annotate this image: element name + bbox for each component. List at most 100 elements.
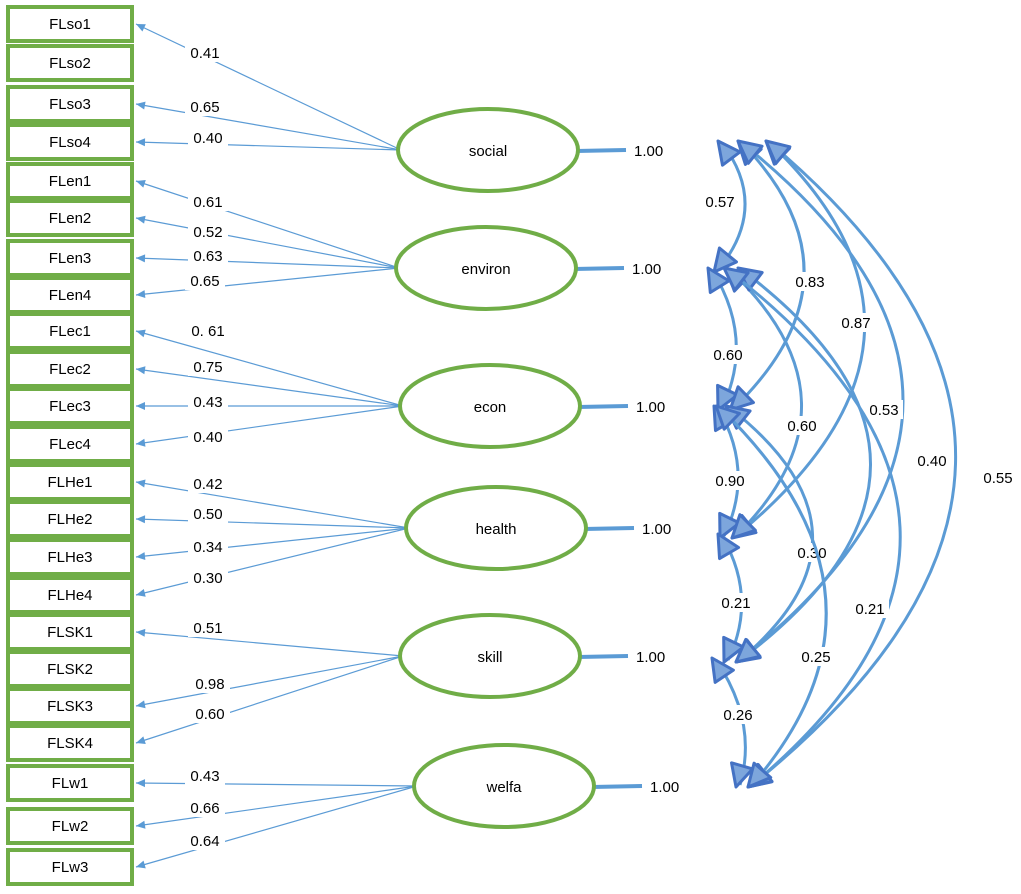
covariance-arrowhead xyxy=(746,761,773,789)
variance-value: 1.00 xyxy=(632,261,661,278)
loading-label-bg xyxy=(185,98,225,116)
variance-health: 1.00 xyxy=(583,521,671,538)
indicator-box xyxy=(6,724,134,762)
variance-value: 1.00 xyxy=(642,521,671,538)
variance-stub xyxy=(577,654,629,659)
indicator-flsk1: FLSK1 xyxy=(6,613,134,651)
variance-stub xyxy=(591,784,643,789)
indicator-label: FLen4 xyxy=(49,287,92,304)
indicator-label: FLec4 xyxy=(49,436,91,453)
indicator-label: FLec1 xyxy=(49,323,91,340)
indicator-label: FLso4 xyxy=(49,134,91,151)
covariance-label-bg xyxy=(979,468,1017,487)
variance-social: 1.00 xyxy=(575,143,663,160)
indicator-box xyxy=(6,764,134,802)
covariance-value: 0.60 xyxy=(713,347,742,364)
loading-line xyxy=(135,330,404,407)
loading-arrowhead xyxy=(136,290,146,299)
loading-line xyxy=(135,782,418,787)
indicator-box xyxy=(6,613,134,651)
factor-label: environ xyxy=(461,261,510,278)
variance-environ: 1.00 xyxy=(573,261,661,278)
covariance-value: 0.30 xyxy=(797,545,826,562)
variance-stub xyxy=(573,266,625,271)
indicator-flw1: FLw1 xyxy=(6,764,134,802)
loading-value: 0.30 xyxy=(193,570,222,587)
indicator-box xyxy=(6,687,134,725)
covariance-arrowhead xyxy=(736,139,764,165)
indicator-label: FLHe4 xyxy=(47,587,92,604)
covariance-arrowhead xyxy=(722,635,745,664)
loading-label-bg xyxy=(185,832,225,850)
covariance-arrowhead xyxy=(716,532,741,561)
loading-skill-flsk3: 0.98 xyxy=(135,655,404,709)
covariance-label-bg xyxy=(709,345,747,364)
loading-skill-flsk1: 0.51 xyxy=(135,619,404,657)
covariance-health-skill: 0.21 xyxy=(716,532,755,664)
variance-stub xyxy=(577,404,629,409)
covariance-environ-welfa: 0.21 xyxy=(722,266,902,789)
loading-value: 0.75 xyxy=(193,359,222,376)
loading-social-flso1: 0.41 xyxy=(135,23,402,151)
variance-value: 1.00 xyxy=(636,649,665,666)
indicator-label: FLw3 xyxy=(52,859,89,876)
indicator-flec4: FLec4 xyxy=(6,425,134,463)
covariance-arrowhead xyxy=(764,139,792,166)
indicator-label: FLw2 xyxy=(52,818,89,835)
indicator-flen1: FLen1 xyxy=(6,162,134,200)
loading-line xyxy=(135,23,402,151)
loading-arrowhead xyxy=(136,515,146,524)
loading-environ-flen2: 0.52 xyxy=(135,215,400,269)
loading-value: 0.65 xyxy=(190,99,219,116)
indicator-box xyxy=(6,807,134,845)
indicator-flsk3: FLSK3 xyxy=(6,687,134,725)
indicator-flsk2: FLSK2 xyxy=(6,650,134,688)
indicator-flec2: FLec2 xyxy=(6,350,134,388)
factor-ellipse xyxy=(412,743,596,829)
loading-value: 0.64 xyxy=(190,833,219,850)
loading-arrowhead xyxy=(136,628,146,637)
loading-value: 0.51 xyxy=(193,620,222,637)
loading-line xyxy=(135,527,410,596)
loading-line xyxy=(135,141,402,151)
variance-value: 1.00 xyxy=(634,143,663,160)
loading-social-flso3: 0.65 xyxy=(135,98,402,151)
indicator-label: FLec3 xyxy=(49,398,91,415)
covariance-value: 0.26 xyxy=(723,707,752,724)
loading-value: 0.40 xyxy=(193,429,222,446)
loading-value: 0.41 xyxy=(190,45,219,62)
indicator-label: FLw1 xyxy=(52,775,89,792)
loading-label-bg xyxy=(185,44,225,62)
covariance-value: 0.57 xyxy=(705,194,734,211)
covariance-arc xyxy=(727,268,902,787)
indicator-box xyxy=(6,44,134,82)
covariance-label-bg xyxy=(783,416,821,435)
factor-ellipse xyxy=(396,107,580,193)
covariance-label-bg xyxy=(701,192,739,211)
variance-value: 1.00 xyxy=(636,399,665,416)
indicator-flso4: FLso4 xyxy=(6,123,134,161)
covariance-social-environ: 0.57 xyxy=(701,139,747,274)
loading-label-bg xyxy=(188,538,228,556)
loading-arrowhead xyxy=(136,588,146,597)
loading-econ-flec4: 0.40 xyxy=(135,405,404,447)
covariance-label-bg xyxy=(791,272,829,291)
loading-arrowhead xyxy=(136,736,146,745)
covariance-value: 0.90 xyxy=(715,473,744,490)
covariance-econ-welfa: 0.25 xyxy=(714,404,835,789)
variance-welfa: 1.00 xyxy=(591,779,679,796)
loading-label-bg xyxy=(188,358,228,376)
indicator-box xyxy=(6,500,134,538)
loading-label-bg xyxy=(188,129,228,147)
loading-line xyxy=(135,368,404,407)
loading-value: 0.60 xyxy=(195,706,224,723)
variance-layer: 1.00 1.00 1.00 1.00 1.00 1.00 xyxy=(573,143,679,796)
factor-label: health xyxy=(476,521,517,538)
factor-label: welfa xyxy=(485,779,522,796)
covariance-value: 0.60 xyxy=(787,418,816,435)
covariance-environ-econ: 0.60 xyxy=(706,266,747,412)
indicator-box xyxy=(6,387,134,425)
covariance-arrowhead xyxy=(730,513,757,540)
loading-arrowhead xyxy=(136,779,146,788)
